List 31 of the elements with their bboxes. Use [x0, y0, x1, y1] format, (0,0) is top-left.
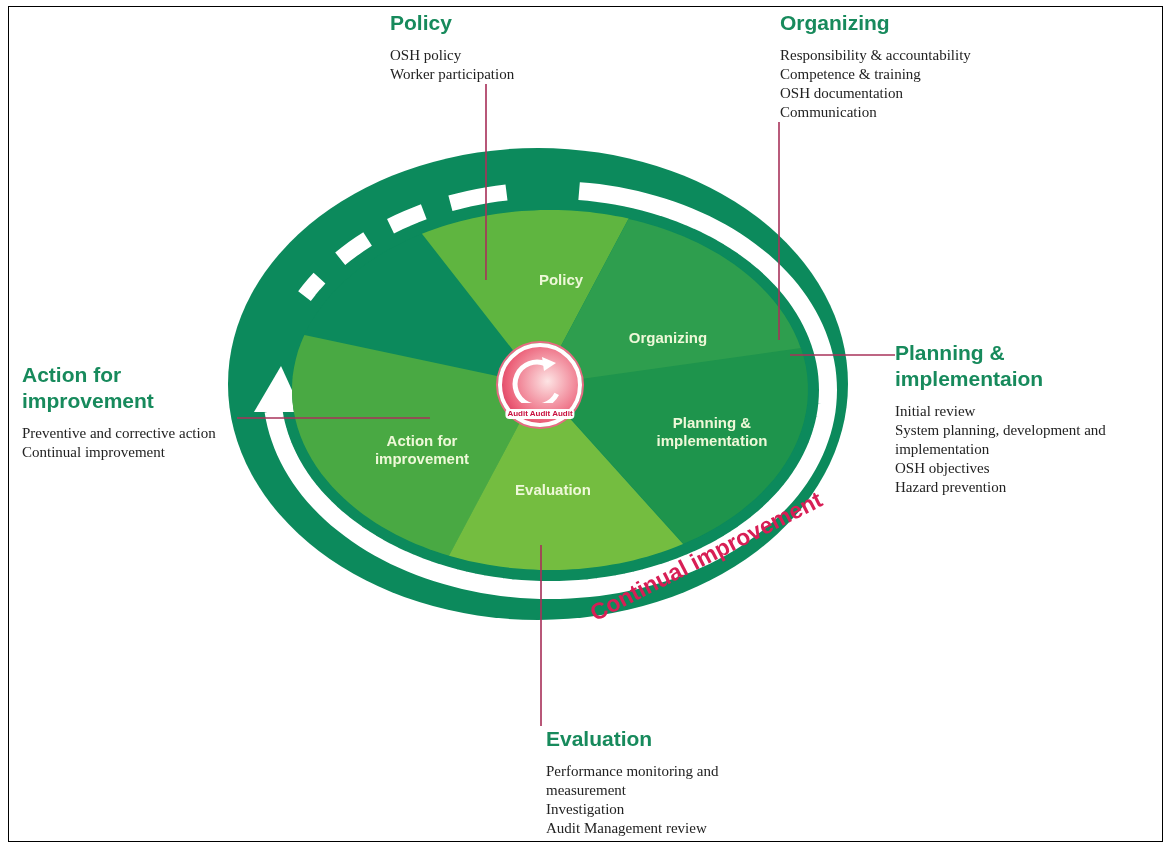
list-item: Hazard prevention	[895, 478, 1008, 497]
callout-heading: Policy	[390, 10, 453, 36]
list-item: OSH objectives	[895, 459, 991, 478]
callout-heading: Evaluation	[546, 726, 654, 752]
list-item: Worker participation	[390, 65, 516, 84]
callout-heading: Action for improvement	[22, 362, 155, 414]
segment-label: Action for improvement	[373, 432, 471, 468]
audit-label: Audit Audit Audit	[505, 409, 575, 419]
list-item: Initial review	[895, 402, 977, 421]
segment-label: Organizing	[627, 329, 709, 347]
list-item: System planning, development and implementation	[895, 421, 1107, 459]
leader-line	[778, 121, 780, 341]
list-item: Audit Management review	[546, 819, 708, 838]
callout-heading: Planning & implementaion	[895, 340, 1045, 392]
list-item: Responsibility & accountability	[780, 46, 972, 65]
list-item: Competence & training	[780, 65, 922, 84]
leader-line	[485, 83, 487, 281]
list-item: Communication	[780, 103, 878, 122]
leader-line	[789, 354, 896, 356]
list-item: Performance monitoring and measurement	[546, 762, 720, 800]
leader-line	[540, 544, 542, 727]
list-item: Preventive and corrective action	[22, 424, 217, 443]
list-item: OSH policy	[390, 46, 463, 65]
leader-line	[236, 417, 431, 419]
segment-label: Policy	[537, 271, 585, 289]
list-item: OSH documentation	[780, 84, 904, 103]
segment-label: Evaluation	[514, 481, 592, 499]
list-item: Continual improvement	[22, 443, 166, 462]
list-item: Investigation	[546, 800, 626, 819]
segment-label: Planning & implementation	[655, 414, 769, 450]
callout-heading: Organizing	[780, 10, 891, 36]
